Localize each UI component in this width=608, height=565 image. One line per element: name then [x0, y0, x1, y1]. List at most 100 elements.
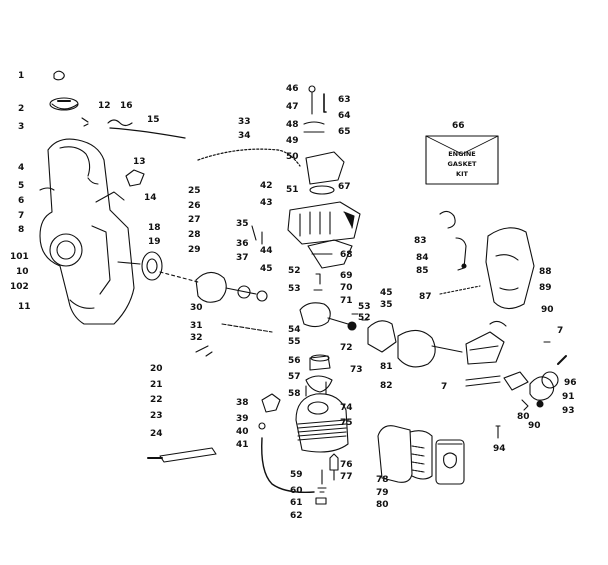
part-bolt-stack [303, 85, 327, 133]
part-label: 51 [286, 185, 299, 195]
part-label: 60 [290, 486, 303, 496]
part-label: 29 [188, 245, 201, 255]
part-fuel-line [258, 393, 315, 494]
part-label: 68 [340, 250, 353, 260]
part-pin [81, 117, 89, 127]
part-gear-housing [367, 320, 507, 368]
part-label: 46 [286, 84, 299, 94]
part-label: 13 [133, 157, 146, 167]
part-label: 33 [238, 117, 251, 127]
part-label: 67 [338, 182, 351, 192]
part-bolt [221, 323, 273, 333]
part-label: 48 [286, 120, 299, 130]
kit-text-line-3: KIT [456, 170, 468, 178]
part-label: 64 [338, 111, 351, 121]
kit-text-line-1: ENGINE [448, 150, 476, 158]
part-label: 26 [188, 201, 201, 211]
part-nut [351, 313, 369, 321]
part-label: 45 [260, 264, 273, 274]
part-screw [195, 345, 213, 357]
part-label: 36 [236, 239, 249, 249]
part-label: 43 [260, 198, 273, 208]
part-label: 37 [236, 253, 249, 263]
part-label: 89 [539, 283, 552, 293]
part-label: 101 [10, 252, 29, 262]
part-label: 45 [380, 288, 393, 298]
part-small-bolt [251, 225, 263, 245]
part-label: 4 [18, 163, 25, 173]
part-label: 85 [416, 266, 429, 276]
part-label: 96 [564, 378, 577, 388]
part-label: 72 [340, 343, 353, 353]
part-carburetor-body [287, 201, 361, 269]
part-intake [299, 302, 357, 331]
part-label: 78 [376, 475, 389, 485]
part-rings [305, 375, 333, 393]
part-label: 70 [340, 283, 353, 293]
part-label: 18 [148, 223, 161, 233]
part-flywheel [117, 251, 163, 281]
part-label: 31 [190, 321, 203, 331]
part-label: 53 [288, 284, 301, 294]
part-label: 16 [120, 101, 133, 111]
part-label: 91 [562, 392, 575, 402]
part-label: 54 [288, 325, 301, 335]
part-label: 69 [340, 271, 353, 281]
part-label: 35 [236, 219, 249, 229]
part-label: 87 [419, 292, 432, 302]
part-label: 34 [238, 131, 251, 141]
part-label: 30 [190, 303, 203, 313]
part-label: 83 [414, 236, 427, 246]
part-label: 11 [18, 302, 31, 312]
part-clip [53, 70, 65, 81]
part-label: 22 [150, 395, 163, 405]
part-label: 52 [288, 266, 301, 276]
part-label: 77 [340, 472, 353, 482]
part-rear-housing [485, 227, 535, 310]
kit-text-line-2: GASKET [448, 160, 478, 168]
part-label: 93 [562, 406, 575, 416]
part-carburetor-top [305, 151, 345, 195]
part-label: 42 [260, 181, 273, 191]
part-label: 94 [493, 444, 506, 454]
part-label: 84 [416, 253, 429, 263]
part-label: 71 [340, 296, 353, 306]
part-label: 5 [18, 181, 25, 191]
gasket-kit-envelope: ENGINE GASKET KIT [425, 135, 499, 185]
part-label: 73 [350, 365, 363, 375]
part-spring-clip [107, 119, 133, 127]
part-label: 79 [376, 488, 389, 498]
part-label: 6 [18, 196, 25, 206]
part-label: 74 [340, 403, 353, 413]
part-label: 75 [340, 418, 353, 428]
part-wrench [147, 447, 217, 463]
part-label: 50 [286, 152, 299, 162]
part-spark-plug [329, 453, 339, 481]
part-rod [109, 127, 186, 139]
part-air-filter [377, 425, 465, 485]
part-retainer [439, 210, 467, 271]
part-label: 44 [260, 246, 273, 256]
part-label: 80 [517, 412, 530, 422]
part-label: 3 [18, 122, 25, 132]
part-label: 28 [188, 230, 201, 240]
part-label: 32 [190, 333, 203, 343]
part-fastener-set [315, 469, 327, 505]
part-label: 39 [236, 414, 249, 424]
part-cable [197, 148, 301, 167]
part-label: 7 [557, 326, 564, 336]
part-label: 10 [16, 267, 29, 277]
part-label: 15 [147, 115, 160, 125]
part-label: 90 [528, 421, 541, 431]
part-nozzle [313, 273, 323, 291]
part-drive-end [465, 355, 567, 411]
part-label: 76 [340, 460, 353, 470]
part-label: 12 [98, 101, 111, 111]
part-label: 88 [539, 267, 552, 277]
part-label: 90 [541, 305, 554, 315]
part-label: 59 [290, 470, 303, 480]
part-label: 56 [288, 356, 301, 366]
part-label: 23 [150, 411, 163, 421]
